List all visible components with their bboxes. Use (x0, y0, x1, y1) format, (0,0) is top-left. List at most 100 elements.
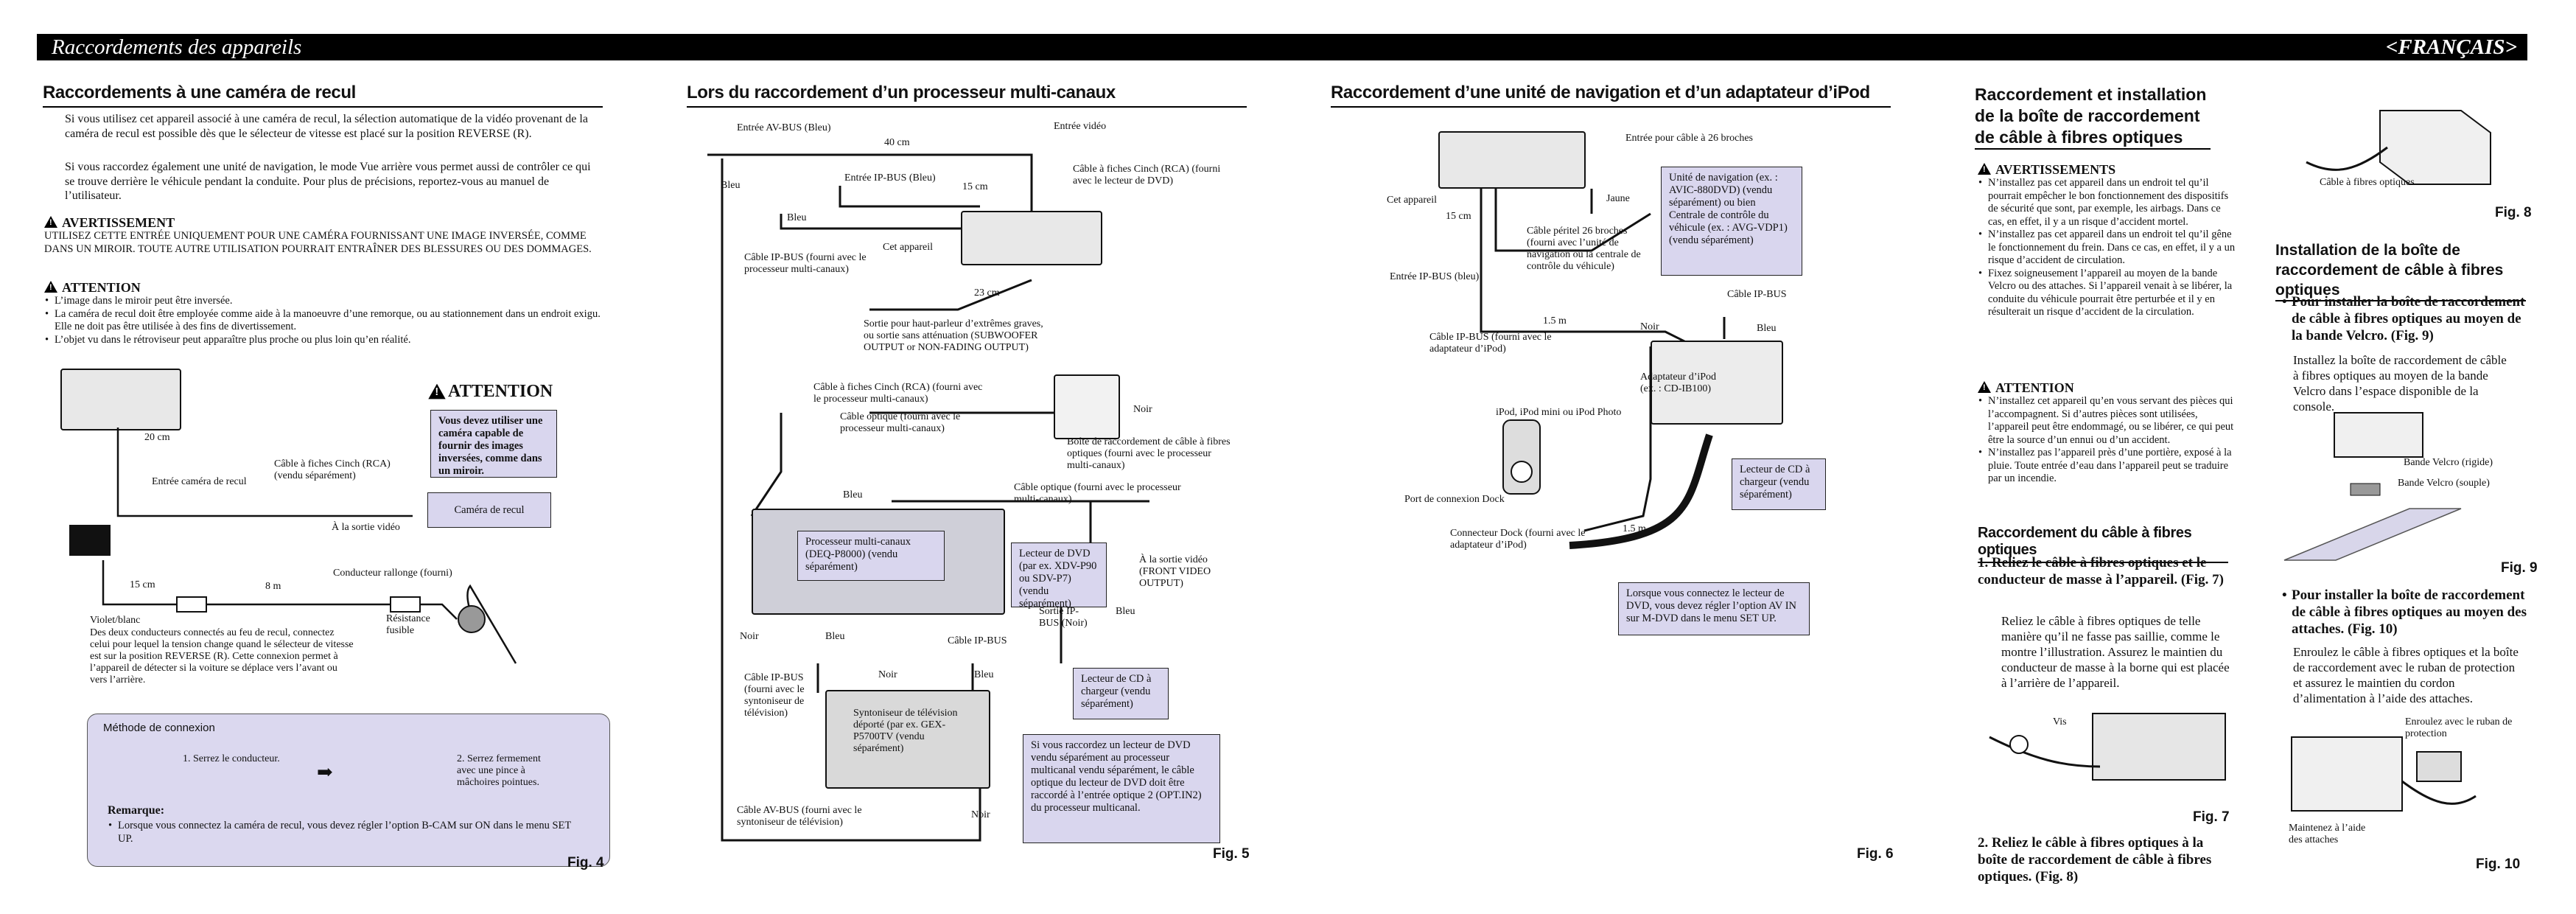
label: Sortie IP-BUS (Noir) (1039, 606, 1088, 629)
rear-camera-box: Caméra de recul (427, 492, 551, 528)
label: 1.5 m (1543, 315, 1567, 327)
label: iPod, iPod mini ou iPod Photo (1496, 407, 1622, 418)
camera-caution-list: L’image dans le miroir peut être inversé… (44, 295, 604, 346)
subsection-fiber-connection: Raccordement du câble à fibres optiques (1978, 525, 2228, 563)
label-8m: 8 m (265, 581, 281, 592)
figure-7-label: Fig. 7 (2193, 809, 2230, 825)
label-cinch-cable: Câble à fiches Cinch (RCA) (vendu séparé… (274, 458, 391, 481)
figure-8-label: Fig. 8 (2495, 205, 2532, 220)
label: Câble péritel 26 broches (fourni avec l’… (1527, 226, 1641, 272)
label: 15 cm (962, 181, 988, 192)
figure-10-label: Fig. 10 (2476, 857, 2521, 872)
label-fiber-cable: Câble à fibres optiques (2320, 177, 2415, 188)
label: Sortie pour haut-parleur d’extrêmes grav… (864, 318, 1043, 353)
camera-caution-heading: ATTENTION (44, 280, 141, 296)
camera-warning-text: UTILISEZ CETTE ENTRÉE UNIQUEMENT POUR UN… (44, 230, 592, 255)
step-2-title: 2. Reliez le câble à fibres optiques à l… (1978, 835, 2212, 885)
label: Bleu (721, 180, 741, 191)
label: Bleu (787, 212, 807, 223)
label: Câble optique (fourni avec le processeur… (1014, 482, 1181, 505)
label: Câble IP-BUS (1727, 289, 1787, 300)
processor-label-box: Processeur multi-canaux (DEQ-P8000) (ven… (797, 531, 945, 581)
figure-9-label: Fig. 9 (2501, 560, 2538, 576)
bullet-1-title: Pour installer la boîte de raccordement … (2277, 293, 2535, 344)
label: Bleu (843, 489, 863, 500)
label: Jaune (1606, 193, 1630, 204)
label-fuse-resistor: Résistance fusible (386, 613, 430, 636)
camera-intro-2: Si vous raccordez également une unité de… (65, 161, 591, 202)
label: Câble IP-BUS (fourni avec le processeur … (744, 252, 867, 275)
label-15cm: 15 cm (130, 579, 155, 590)
label: Bleu (974, 669, 994, 680)
figure-5-label: Fig. 5 (1213, 846, 1250, 862)
label: Câble IP-BUS (fourni avec le syntoniseur… (744, 672, 805, 719)
label: Cet appareil (1387, 195, 1438, 206)
remark-title: Remarque: (108, 804, 165, 817)
camera-warning-heading: AVERTISSEMENT (44, 215, 175, 231)
cd-changer-box: Lecteur de CD à chargeur (vendu séparéme… (1073, 668, 1169, 719)
label: Adaptateur d’iPod (ex. : CD-IB100) (1640, 371, 1717, 394)
step-1-title: 1. Reliez le câble à fibres optiques et … (1978, 555, 2224, 587)
label: Entrée IP-BUS (bleu) (1390, 271, 1480, 282)
fiber-caution-heading: ATTENTION (1978, 380, 2074, 396)
cd-changer-box: Lecteur de CD à chargeur (vendu séparéme… (1732, 458, 1826, 510)
section-title-fiber-box: Raccordement et installation de la boîte… (1975, 84, 2211, 150)
label: Noir (740, 631, 759, 642)
figure-6-label: Fig. 6 (1857, 846, 1894, 862)
caution-item: La caméra de recul doit être employée co… (45, 308, 604, 334)
label: Câble optique (fourni avec le processeur… (840, 411, 961, 434)
warning-icon (44, 281, 57, 293)
label: Syntoniseur de télévision déporté (par e… (853, 708, 958, 754)
arrow-right-icon: ➡ (317, 761, 333, 783)
bullet-2-text: Enroulez le câble à fibres optiques et l… (2293, 645, 2519, 705)
label-violet-description: Des deux conducteurs connectés au feu de… (90, 627, 354, 686)
label: Câble à fiches Cinch (RCA) (fourni avec … (1073, 164, 1221, 186)
caution-item: L’image dans le miroir peut être inversé… (45, 295, 604, 308)
tv-tuner-illustration (825, 690, 990, 789)
label-velcro-soft: Bande Velcro (souple) (2398, 478, 2490, 489)
subsection-install-fiber-box: Installation de la boîte de raccordement… (2275, 240, 2526, 301)
dvd-player-box: Lecteur de DVD (par ex. XDV-P90 ou SDV-P… (1011, 543, 1107, 610)
method-step-1: 1. Serrez le conducteur. (183, 753, 280, 764)
attention-big-heading: ATTENTION (428, 382, 553, 402)
bullet-1-text: Installez la boîte de raccordement de câ… (2293, 353, 2507, 414)
fiber-warning-heading: AVERTISSEMENTS (1978, 162, 2115, 178)
step-1-text: Reliez le câble à fibres optiques de tel… (2001, 614, 2230, 690)
label: 40 cm (884, 137, 910, 148)
figure-4-label: Fig. 4 (567, 855, 604, 871)
fiber-junction-box-illustration (1054, 374, 1120, 439)
page-header: Raccordements des appareils <FRANÇAIS> (37, 34, 2527, 60)
warning-icon (44, 216, 57, 228)
camera-intro-1: Si vous utilisez cet appareil associé à … (65, 113, 588, 140)
caution-item: N’installez pas l’appareil près d’une po… (1978, 447, 2236, 486)
label: Noir (878, 669, 897, 680)
label: Entrée AV-BUS (Bleu) (737, 122, 831, 133)
warning-icon (428, 383, 446, 400)
label: 1.5 m (1623, 523, 1646, 534)
label-wrap-tape: Enroulez avec le ruban de protection (2405, 716, 2513, 739)
method-title: Méthode de connexion (103, 722, 215, 734)
label-violet-white: Violet/blanc (90, 615, 141, 626)
remark-text: Lorsque vous connectez la caméra de recu… (108, 820, 579, 845)
label-velcro-rigid: Bande Velcro (rigide) (2404, 457, 2493, 468)
label: Entrée IP-BUS (Bleu) (844, 172, 936, 184)
head-unit-illustration (60, 369, 181, 430)
label-20cm: 20 cm (144, 432, 170, 443)
label: Bleu (1116, 606, 1135, 617)
label: Connecteur Dock (fourni avec le adaptate… (1450, 528, 1586, 551)
label: Boîte de raccordement de câble à fibres … (1067, 436, 1231, 471)
label-screw: Vis (2053, 716, 2067, 728)
warning-icon (1978, 163, 1991, 175)
label-video-output: À la sortie vidéo (332, 522, 400, 533)
warning-item: Fixez soigneusement l’appareil au moyen … (1978, 268, 2236, 319)
section-title-navigation: Raccordement d’une unité de navigation e… (1331, 83, 1891, 108)
label: Entrée vidéo (1054, 121, 1107, 132)
remark-list: Lorsque vous connectez la caméra de recu… (108, 820, 579, 845)
label: Noir (1133, 404, 1152, 415)
label: 23 cm (974, 287, 1000, 299)
label: Port de connexion Dock (1404, 494, 1505, 505)
ipod-adapter-illustration (1651, 341, 1783, 425)
label-hold-ties: Maintenez à l’aide des attaches (2289, 823, 2366, 845)
head-unit-illustration (961, 211, 1102, 265)
warning-icon (1978, 381, 1991, 393)
